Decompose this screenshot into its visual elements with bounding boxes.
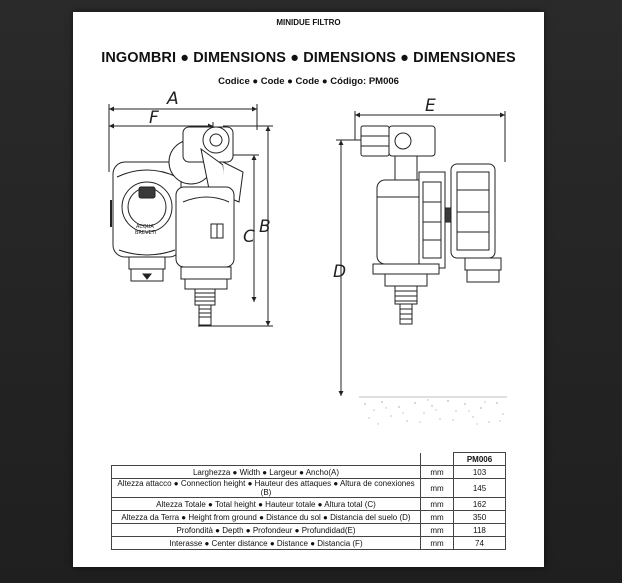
row-unit: mm — [420, 478, 454, 498]
row-unit: mm — [420, 497, 454, 511]
dimensions-table: PM006 Larghezza ● Width ● Largeur ● Anch… — [111, 452, 506, 550]
row-value: 145 — [453, 478, 506, 498]
row-unit: mm — [420, 465, 454, 479]
product-code-line: Codice ● Code ● Code ● Código: PM006 — [218, 76, 399, 87]
dimension-label-f: F — [149, 108, 159, 128]
table-header-unit-blank — [420, 452, 454, 466]
row-unit: mm — [420, 536, 454, 550]
document-page: MINIDUE FILTRO INGOMBRI ● DIMENSIONS ● D… — [73, 12, 544, 567]
row-unit: mm — [420, 523, 454, 537]
table-row: Altezza attacco ● Connection height ● Ha… — [111, 478, 506, 498]
row-description: Altezza attacco ● Connection height ● Ha… — [111, 478, 421, 498]
ground-hatching — [359, 396, 507, 425]
dimension-label-c: C — [243, 227, 255, 247]
dimension-label-a: A — [166, 89, 179, 109]
table-header-row: PM006 — [111, 452, 506, 466]
side-view-drawing — [336, 111, 506, 396]
table-row: Altezza Totale ● Total height ● Hauteur … — [111, 497, 506, 511]
technical-drawing: ACQUA BREVETI A F B C — [108, 89, 507, 425]
row-value: 162 — [453, 497, 506, 511]
dimension-label-d: D — [333, 262, 346, 282]
row-description: Larghezza ● Width ● Largeur ● Ancho(A) — [111, 465, 421, 479]
row-value: 74 — [453, 536, 506, 550]
front-view-drawing — [108, 104, 273, 327]
dimension-label-e: E — [425, 96, 436, 116]
product-mark-line2: BREVETI — [135, 230, 156, 236]
row-value: 350 — [453, 510, 506, 524]
product-mark-line1: ACQUA — [136, 224, 154, 230]
document-label: MINIDUE FILTRO — [276, 18, 341, 27]
table-row: Interasse ● Center distance ● Distance ●… — [111, 536, 506, 550]
row-unit: mm — [420, 510, 454, 524]
row-description: Profondità ● Depth ● Profondeur ● Profun… — [111, 523, 421, 537]
table-row: Larghezza ● Width ● Largeur ● Ancho(A) m… — [111, 465, 506, 479]
table-row: Profondità ● Depth ● Profondeur ● Profun… — [111, 523, 506, 537]
row-value: 103 — [453, 465, 506, 479]
table-header-code: PM006 — [453, 452, 506, 466]
document-title: INGOMBRI ● DIMENSIONS ● DIMENSIONS ● DIM… — [101, 50, 516, 66]
row-description: Interasse ● Center distance ● Distance ●… — [111, 536, 421, 550]
row-description: Altezza Totale ● Total height ● Hauteur … — [111, 497, 421, 511]
dimension-label-b: B — [259, 217, 271, 237]
row-value: 118 — [453, 523, 506, 537]
row-description: Altezza da Terra ● Height from ground ● … — [111, 510, 421, 524]
table-row: Altezza da Terra ● Height from ground ● … — [111, 510, 506, 524]
table-header-blank — [111, 452, 421, 466]
